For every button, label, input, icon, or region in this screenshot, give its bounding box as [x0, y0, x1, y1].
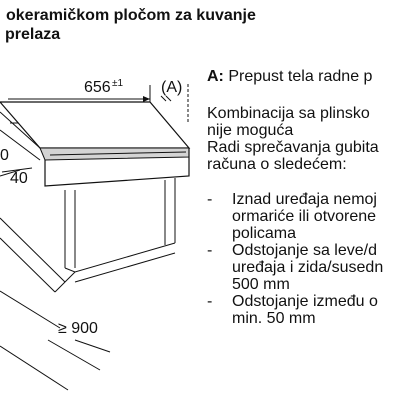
marker-a-ticks-icon: [160, 95, 172, 102]
cooktop-worktop: [0, 101, 191, 187]
para-line: Radi sprečavanja gubita: [207, 139, 379, 156]
title-line-1: okeramičkom pločom za kuvanje: [6, 7, 256, 24]
notes-paragraph: Kombinacija sa plinsko nije moguća Radi …: [207, 105, 400, 173]
bullet-line: policama: [232, 225, 297, 242]
installation-notes: A: Prepust tela radne p Kombinacija sa p…: [207, 68, 400, 327]
dim-40-label: 40: [10, 170, 28, 187]
list-item: - Odstojanje između o min. 50 mm: [207, 293, 400, 327]
list-item: - Iznad uređaja nemoj ormariće ili otvor…: [207, 191, 400, 242]
dimension-900: ≥ 900: [0, 290, 111, 391]
para-line: računa o sledećem:: [207, 156, 347, 173]
section-title: okeramičkom pločom za kuvanje prelaza: [0, 6, 256, 44]
dim-900-label: ≥ 900: [58, 320, 98, 337]
note-a-text: Prepust tela radne p: [228, 68, 373, 85]
bullet-line: ormariće ili otvorene: [232, 208, 377, 225]
note-a-label: A:: [207, 68, 224, 85]
bullet-line: Odstojanje između o: [232, 293, 378, 310]
bullet-dash: -: [207, 242, 213, 259]
title-line-2: prelaza: [5, 26, 61, 43]
bullet-line: Odstojanje sa leve/d: [232, 242, 377, 259]
cabinet: [0, 178, 176, 293]
bullet-line: min. 50 mm: [232, 310, 316, 327]
dim-0-label: 0: [0, 147, 9, 164]
bullet-dash: -: [207, 293, 213, 310]
bullet-dash: -: [207, 191, 213, 208]
marker-a: (A): [161, 79, 182, 96]
bullet-line: 500 mm: [232, 276, 290, 293]
dimension-tick: [1, 167, 33, 173]
dimension-656: 656 ±1: [8, 78, 151, 125]
bullet-line: uređaja i zida/susedn: [232, 259, 384, 276]
para-line: Kombinacija sa plinsko: [207, 105, 370, 122]
dim-656-label: 656: [84, 79, 111, 96]
dim-656-tolerance: ±1: [112, 78, 123, 89]
bullet-line: Iznad uređaja nemoj: [232, 191, 377, 208]
arrowhead-icon: [143, 96, 150, 102]
para-line: nije moguća: [207, 122, 294, 139]
note-a: A: Prepust tela radne p: [207, 68, 400, 85]
installation-drawing: 656 ±1 (A) 639 +2 0 40: [0, 78, 191, 391]
list-item: - Odstojanje sa leve/d uređaja i zida/su…: [207, 242, 400, 293]
notes-bullet-list: - Iznad uređaja nemoj ormariće ili otvor…: [207, 191, 400, 327]
